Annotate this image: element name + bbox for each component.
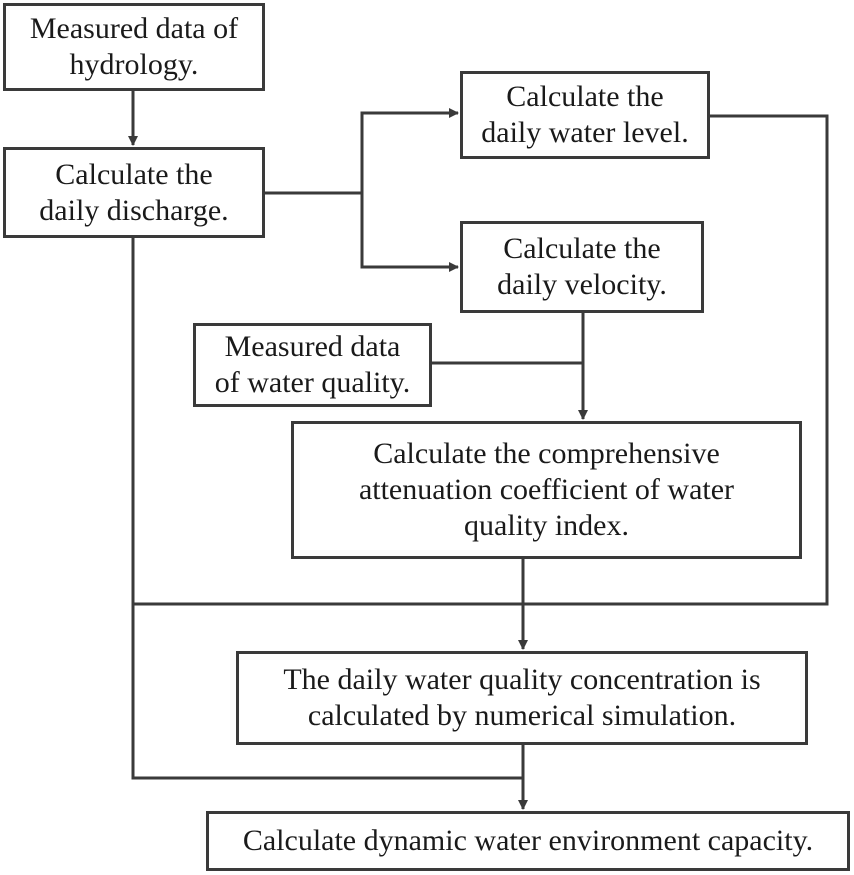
node-hydrology-data-line-1: Measured data of bbox=[29, 12, 239, 45]
node-daily-discharge-line-1: Calculate the bbox=[55, 157, 213, 191]
node-water-quality-data: Measured data of water quality. bbox=[193, 323, 432, 407]
node-attenuation-coefficient: Calculate the comprehensive attenuation … bbox=[291, 421, 802, 559]
node-daily-velocity: Calculate the daily velocity. bbox=[460, 221, 704, 313]
node-environment-capacity: Calculate dynamic water environment capa… bbox=[206, 811, 850, 871]
node-daily-discharge: Calculate the daily discharge. bbox=[3, 147, 265, 238]
node-attenuation-coefficient-line-2: attenuation coefficient of water bbox=[358, 473, 735, 506]
node-daily-water-level: Calculate the daily water level. bbox=[460, 71, 710, 159]
node-hydrology-data-line-2: hydrology. bbox=[69, 48, 199, 81]
node-daily-velocity-line-1: Calculate the bbox=[503, 232, 661, 265]
edge-discharge-to-water-level bbox=[360, 108, 459, 193]
node-attenuation-coefficient-line-3: quality index. bbox=[464, 509, 629, 542]
edge-discharge-to-velocity bbox=[360, 193, 459, 272]
edge-discharge-to-capacity bbox=[131, 238, 523, 780]
node-attenuation-coefficient-line-1: Calculate the comprehensive bbox=[373, 437, 720, 470]
node-environment-capacity-line-1: Calculate dynamic water environment capa… bbox=[242, 824, 814, 857]
node-water-quality-data-line-2: of water quality. bbox=[214, 366, 411, 399]
node-daily-discharge-line-2: daily discharge. bbox=[39, 193, 229, 227]
node-hydrology-data: Measured data of hydrology. bbox=[3, 3, 265, 91]
node-concentration-simulation-line-1: The daily water quality concentration is bbox=[283, 663, 761, 696]
node-concentration-simulation: The daily water quality concentration is… bbox=[236, 651, 808, 745]
node-daily-water-level-line-2: daily water level. bbox=[481, 116, 689, 149]
edge-water-level-to-concentration bbox=[523, 114, 829, 606]
node-daily-water-level-line-1: Calculate the bbox=[506, 80, 664, 113]
node-daily-velocity-line-2: daily velocity. bbox=[497, 268, 667, 301]
node-water-quality-data-line-1: Measured data bbox=[224, 330, 401, 363]
node-concentration-simulation-line-2: calculated by numerical simulation. bbox=[307, 699, 737, 732]
